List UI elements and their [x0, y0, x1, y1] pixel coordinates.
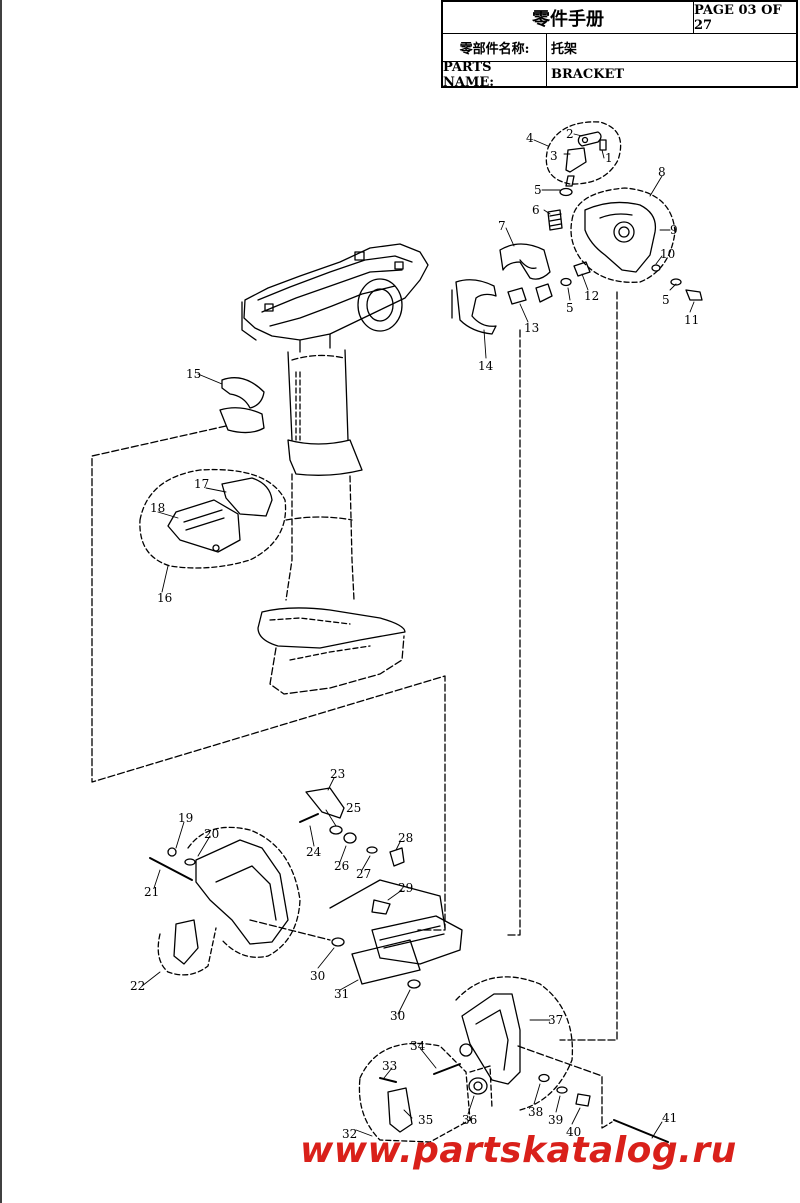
bushing-15	[219, 377, 265, 434]
callout-29: 29	[398, 881, 413, 895]
catalog-title: 零件手册	[532, 8, 604, 30]
parts-name-value-en: BRACKET	[551, 67, 625, 82]
callout-39: 39	[548, 1113, 563, 1127]
callout-12: 12	[584, 289, 599, 303]
callout-38: 38	[528, 1105, 543, 1119]
callout-2: 2	[566, 127, 574, 141]
callout-13: 13	[524, 321, 539, 335]
callout-27: 27	[356, 867, 371, 881]
callout-19: 19	[178, 811, 193, 825]
callout-37: 37	[548, 1013, 563, 1027]
callout-labels: 1 2 3 4 5 6 7 8 9 10 11 12 13 14 15 16 1…	[130, 127, 699, 1141]
callout-32: 32	[342, 1127, 357, 1141]
callout-28: 28	[398, 831, 413, 845]
housing-assembly	[241, 243, 429, 695]
swivel-parts-cluster	[451, 121, 703, 1041]
parts-name-value-cn: 托架	[551, 41, 578, 57]
stern-bracket-right	[358, 976, 669, 1143]
title-block: 零件手册 PAGE 03 OF 27 零部件名称: 托架 PARTS NAME:…	[441, 0, 798, 90]
callout-8: 8	[658, 165, 666, 179]
page-indicator: PAGE 03 OF 27	[694, 2, 782, 33]
callout-40: 40	[566, 1125, 581, 1139]
tilt-lock-cluster	[299, 787, 405, 867]
callout-25: 25	[346, 801, 361, 815]
callout-41: 41	[662, 1111, 677, 1125]
callout-9: 9	[670, 223, 678, 237]
callout-36: 36	[462, 1113, 477, 1127]
callout-35: 35	[418, 1113, 433, 1127]
callout-20: 20	[204, 827, 219, 841]
callout-22: 22	[130, 979, 145, 993]
callout-10: 10	[660, 247, 675, 261]
stern-bracket-left	[149, 826, 331, 976]
callout-7: 7	[498, 219, 506, 233]
callout-17: 17	[194, 477, 209, 491]
callout-24: 24	[306, 845, 322, 859]
callout-11: 11	[684, 313, 699, 327]
callout-23: 23	[330, 767, 345, 781]
callout-6: 6	[532, 203, 540, 217]
callout-31: 31	[334, 987, 349, 1001]
callout-30: 30	[310, 969, 325, 983]
callout-3: 3	[550, 149, 558, 163]
callout-30b: 30	[390, 1009, 405, 1023]
clamp-16-cluster	[139, 468, 287, 569]
callout-16: 16	[157, 591, 172, 605]
parts-name-label-en: PARTS NAME:	[443, 59, 495, 90]
callout-21: 21	[144, 885, 159, 899]
callout-33: 33	[382, 1059, 397, 1073]
parts-name-label-cn: 零部件名称:	[459, 41, 530, 57]
callout-5b: 5	[566, 301, 574, 315]
callout-15: 15	[186, 367, 201, 381]
callout-5: 5	[534, 183, 542, 197]
callout-14: 14	[478, 359, 494, 373]
callout-18: 18	[150, 501, 165, 515]
callout-1: 1	[605, 151, 613, 165]
callout-5c: 5	[662, 293, 670, 307]
leader-lines	[141, 133, 695, 1139]
callout-4: 4	[526, 131, 534, 145]
callout-34: 34	[410, 1039, 426, 1053]
tilt-tube-cluster	[329, 879, 463, 989]
watermark-url: www.partskatalog.ru	[300, 1130, 737, 1171]
callout-26: 26	[334, 859, 349, 873]
